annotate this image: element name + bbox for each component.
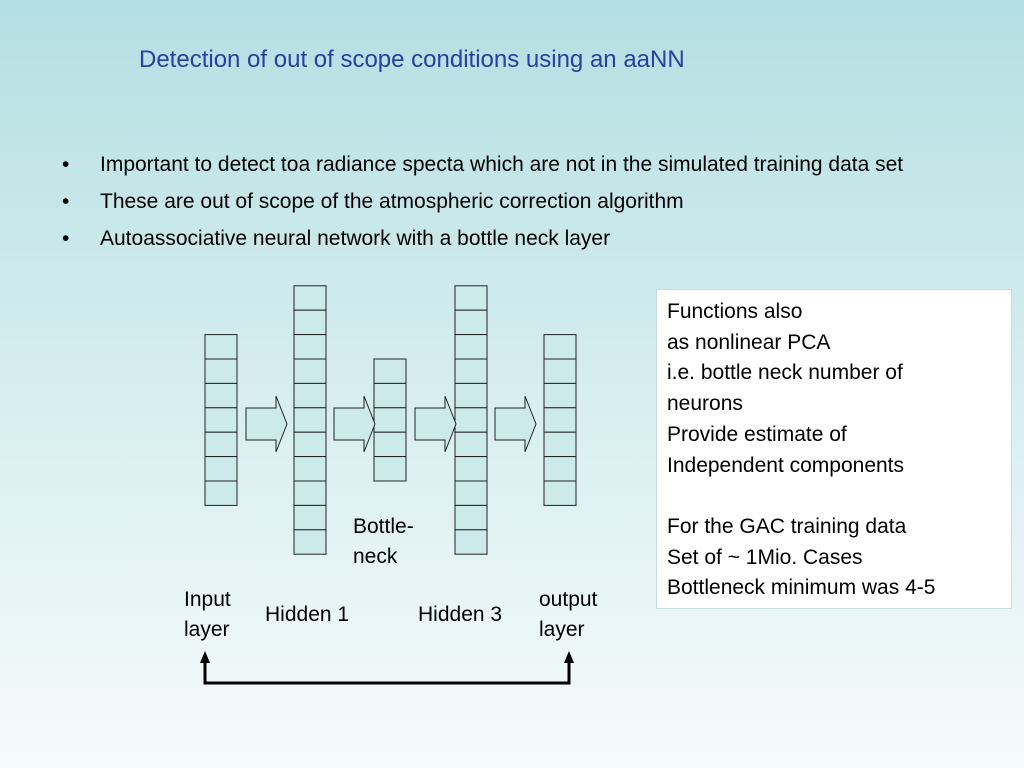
neuron [454,431,488,458]
layer-label-hidden-3: Hidden 3 [418,603,503,626]
neuron [204,407,238,433]
layer-hidden-3 [454,285,488,555]
neuron [543,407,577,433]
layer-bottleneck [373,358,407,482]
neuron [373,358,407,384]
neuron [204,382,238,409]
neuron [454,529,488,555]
info-line: Provide estimate of [667,422,847,446]
bullet-list: Important to detect toa radiance specta … [60,150,920,261]
neuron [454,480,488,506]
info-line: For the GAC training data [667,514,907,538]
info-line: Functions also [667,300,803,323]
neuron [293,285,327,311]
neuron [204,480,238,506]
layer-label-bottleneck: Bottle- neck [353,515,414,568]
neuron [373,456,407,482]
neuron [204,358,238,384]
neuron [293,431,327,458]
layer-hidden-1 [293,285,327,555]
bullet-item: Important to detect toa radiance specta … [60,150,920,180]
layer-label-output: output layer [539,588,598,641]
arrow-right-icon [245,395,288,453]
layer-output [543,334,577,506]
neuron [204,334,238,360]
info-spacer [667,481,1001,512]
neuron [204,456,238,482]
neuron [543,480,577,506]
info-line: neurons [667,392,743,416]
neuron [454,456,488,482]
neuron [454,334,488,360]
layer-label-input: Input layer [184,588,231,641]
arrowhead-up-icon [200,651,210,663]
neuron [543,358,577,384]
neuron [204,431,238,458]
neuron [293,529,327,555]
neuron [373,382,407,409]
layer-input [204,334,238,506]
neuron [373,431,407,458]
arrow-right-icon [494,395,537,453]
layer-label-hidden-1: Hidden 1 [265,603,350,626]
neuron [293,358,327,384]
bullet-item: These are out of scope of the atmospheri… [60,187,920,217]
neuron [543,431,577,458]
neuron [543,456,577,482]
info-line: Bottleneck minimum was 4-5 [667,576,936,600]
neuron [293,504,327,531]
neuron [293,456,327,482]
info-line: Independent components [667,453,905,477]
neuron [454,382,488,409]
feedback-connector [203,661,571,685]
neuron [454,358,488,384]
neuron [454,309,488,336]
bullet-item: Autoassociative neural network with a bo… [60,224,920,254]
neuron [373,407,407,433]
neuron [293,480,327,506]
neuron [454,407,488,433]
neuron [454,285,488,311]
neuron [543,382,577,409]
neuron [293,382,327,409]
slide-title: Detection of out of scope conditions usi… [139,46,685,73]
arrow-right-icon [414,395,457,453]
arrowhead-up-icon [564,651,574,663]
neuron [293,334,327,360]
neuron [543,334,577,360]
neuron [454,504,488,531]
arrow-right-icon [333,395,376,453]
neuron [293,309,327,336]
info-line: as nonlinear PCA [667,330,831,354]
info-box: Functions also as nonlinear PCA i.e. bot… [656,289,1012,609]
info-line: Set of ~ 1Mio. Cases [667,545,863,569]
neuron [293,407,327,433]
info-line: i.e. bottle neck number of [667,361,903,385]
